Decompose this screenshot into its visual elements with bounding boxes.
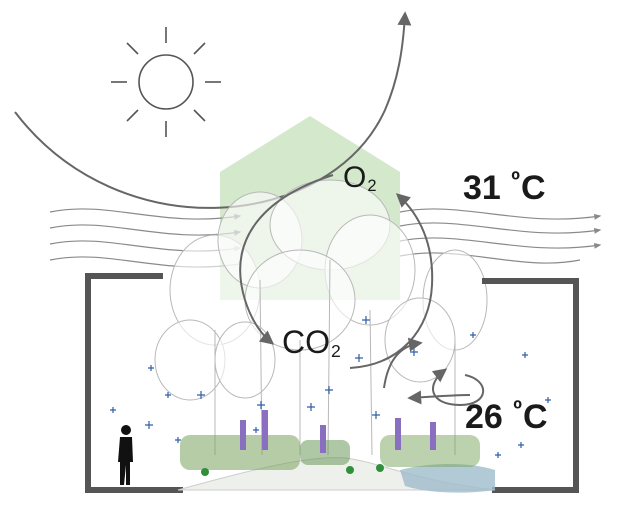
outside-temperature-label: 31 ºC: [463, 169, 546, 207]
oxygen-label-main: O: [343, 161, 367, 194]
person-icon: [118, 425, 133, 485]
oxygen-label: O2: [343, 161, 377, 196]
inside-temperature-degree: º: [513, 396, 522, 424]
inside-temperature-label: 26 ºC: [465, 398, 548, 436]
air-flow-arrow: [383, 337, 423, 389]
tree-icon: [154, 179, 488, 456]
wind-right: [399, 208, 602, 264]
outside-temperature-degree: º: [511, 167, 520, 195]
co2-to-o2-arrow: [349, 193, 434, 369]
cooling-loop-arrow: [431, 368, 485, 407]
outside-temperature-unit: C: [520, 169, 546, 207]
outside-temperature-value: 31: [463, 169, 501, 207]
oxygen-label-sub: 2: [367, 177, 377, 196]
sparkle-icon: [110, 316, 551, 458]
inflow-arrow: [407, 390, 471, 405]
sun-icon: [111, 27, 221, 137]
pond: [400, 464, 495, 493]
carbon-dioxide-label: CO2: [282, 324, 341, 362]
inside-temperature-value: 26: [465, 398, 503, 436]
plants: [180, 410, 480, 476]
o2-to-co2-arrow: [239, 174, 334, 345]
inside-temperature-unit: C: [522, 398, 548, 436]
carbon-dioxide-label-sub: 2: [331, 341, 341, 362]
carbon-dioxide-label-main: CO: [282, 324, 330, 360]
building-walls: [85, 273, 579, 493]
